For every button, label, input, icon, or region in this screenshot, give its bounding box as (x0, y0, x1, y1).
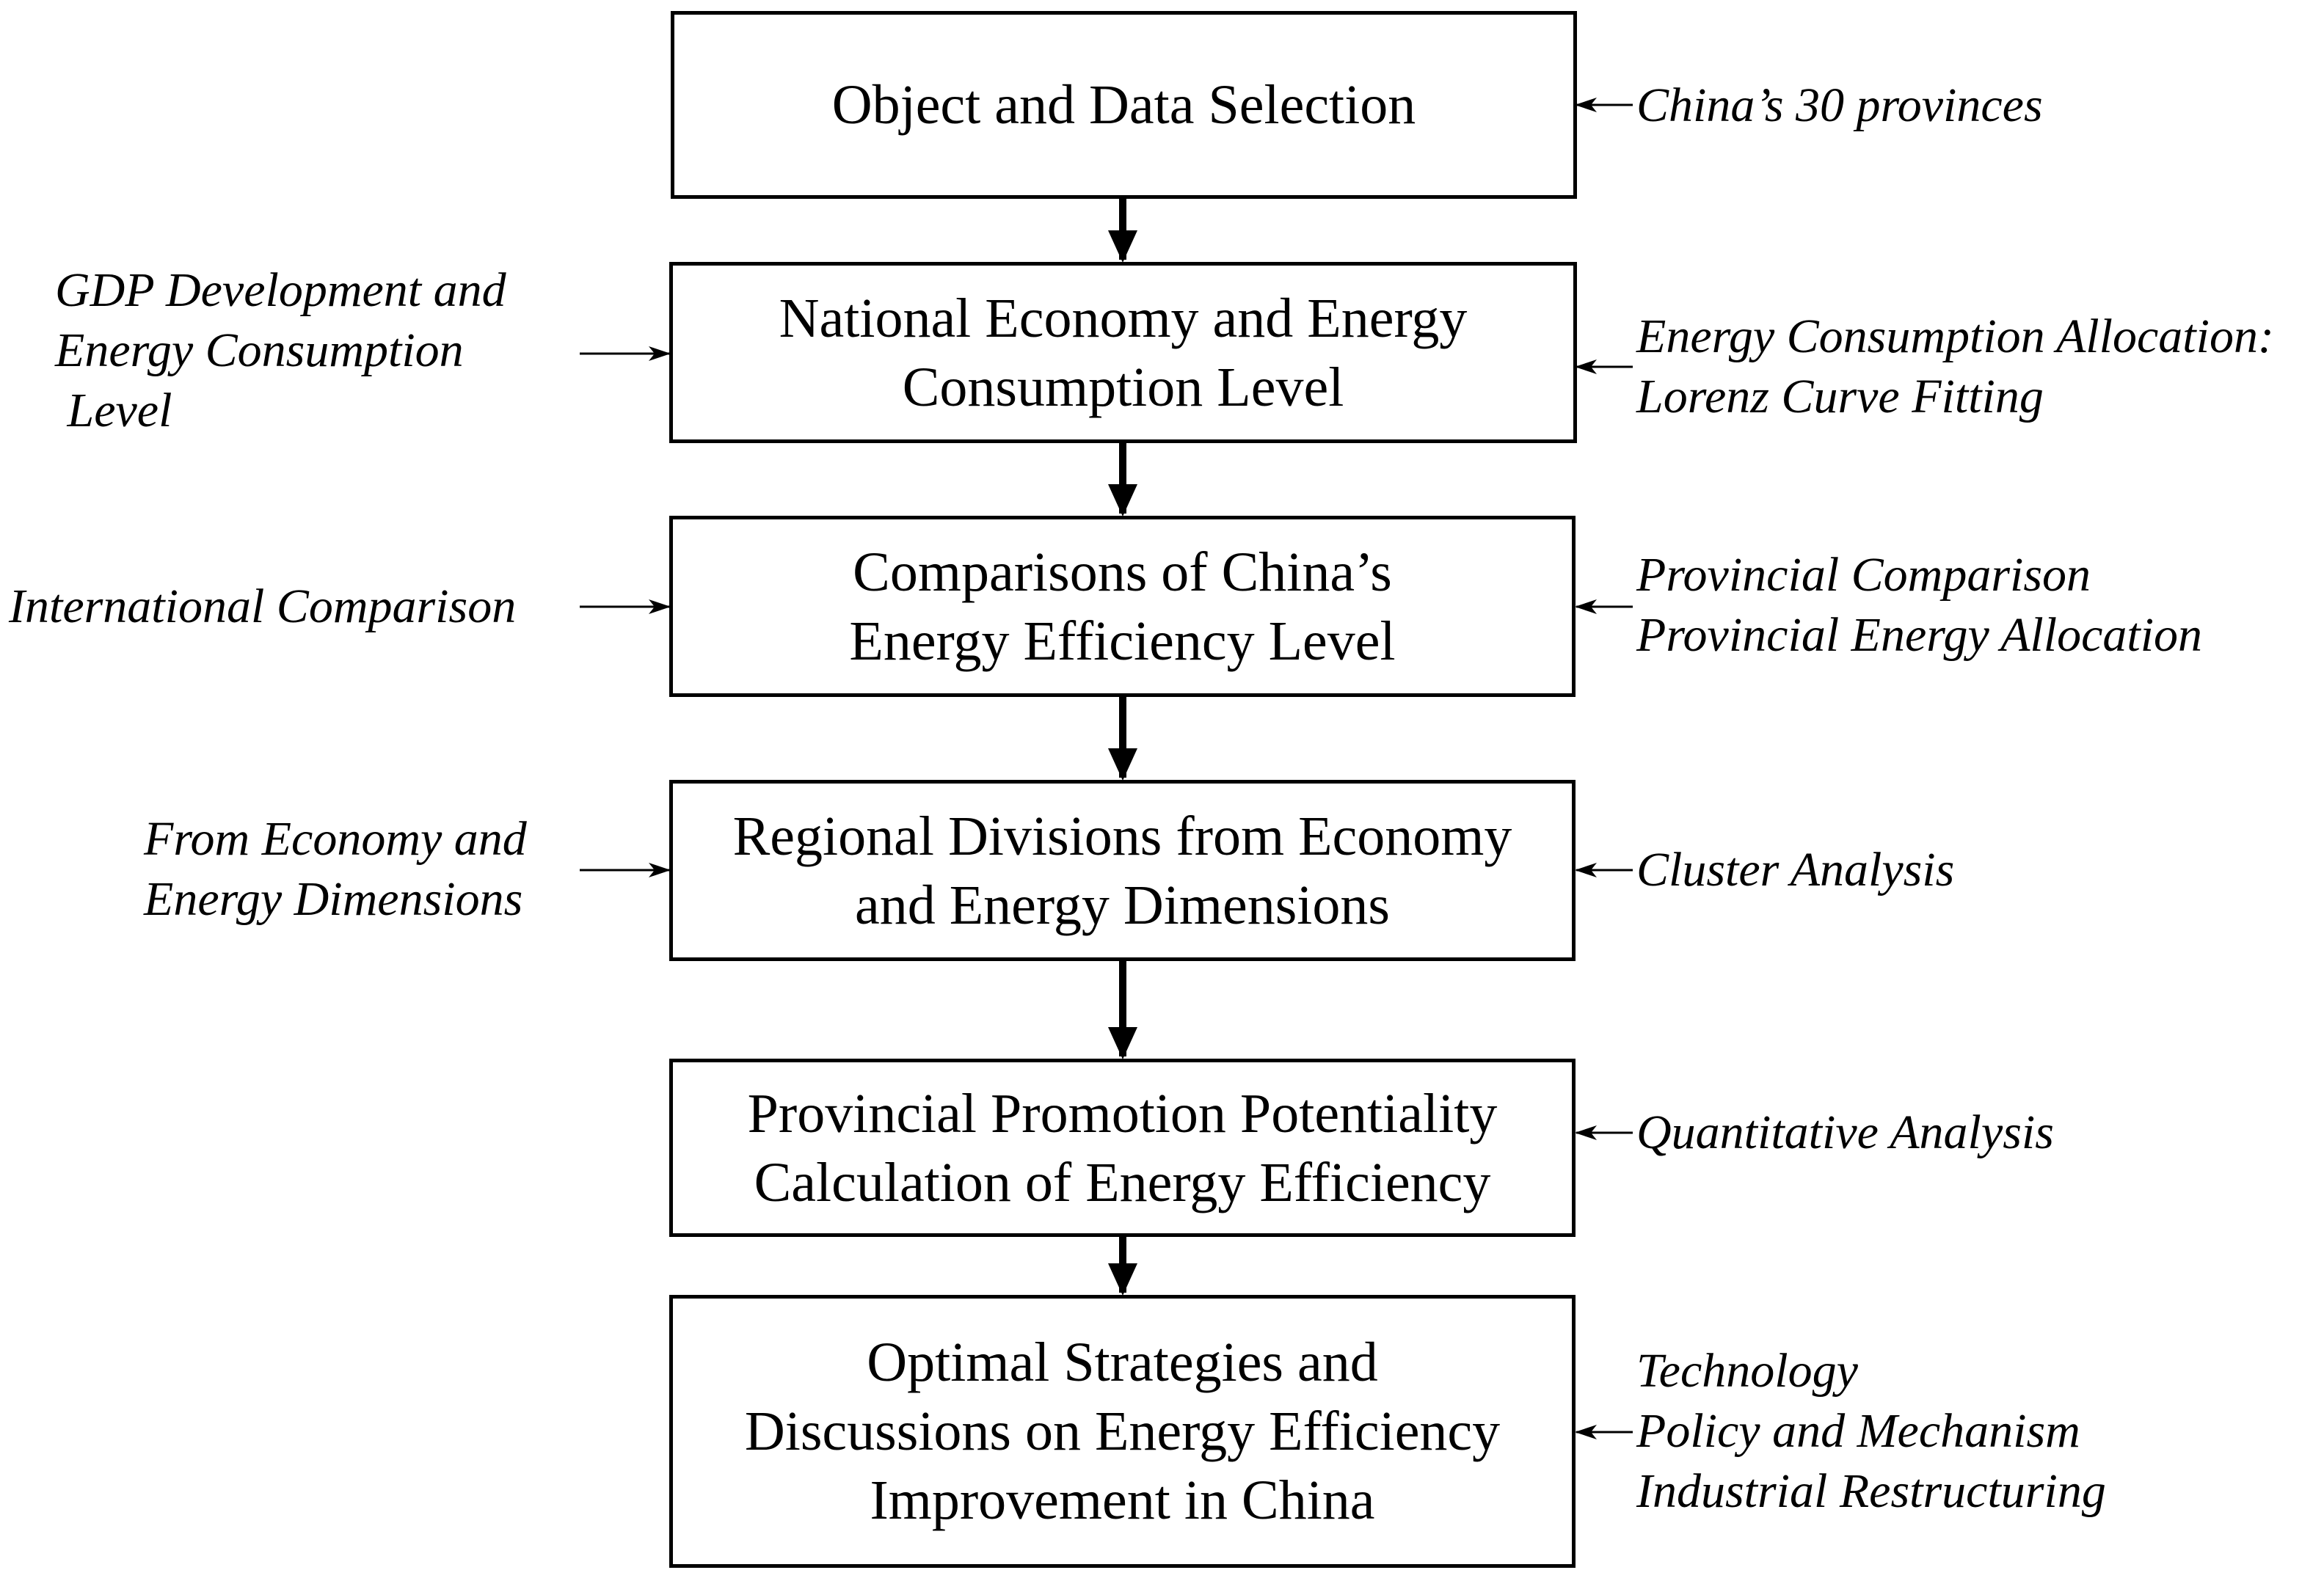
right-note-6-line-1: Technology (1636, 1344, 1858, 1398)
right-note-2-line-1: Energy Consumption Allocation: (1636, 310, 2274, 363)
step-2-line-2: Consumption Level (902, 356, 1344, 418)
right-note-provincial: Provincial Comparison Provincial Energy … (1636, 545, 2202, 665)
step-4-line-2: and Energy Dimensions (855, 874, 1390, 936)
right-note-1-line-1: China’s 30 provinces (1636, 78, 2043, 132)
step-box-regional-divisions: Regional Divisions from Economy and Ener… (669, 780, 1576, 961)
right-note-quantitative: Quantitative Analysis (1636, 1103, 2054, 1163)
right-note-provinces: China’s 30 provinces (1636, 76, 2043, 136)
right-note-3-line-2: Provincial Energy Allocation (1636, 608, 2203, 662)
step-1-line-1: Object and Data Selection (831, 74, 1416, 136)
left-note-dimensions: From Economy and Energy Dimensions (144, 809, 527, 930)
step-3-line-1: Comparisons of China’s (853, 541, 1392, 603)
step-2-line-1: National Economy and Energy (779, 287, 1468, 349)
right-note-5-line-1: Quantitative Analysis (1636, 1106, 2054, 1159)
step-5-line-1: Provincial Promotion Potentiality (747, 1082, 1498, 1144)
step-box-energy-efficiency-comparison: Comparisons of China’s Energy Efficiency… (669, 516, 1576, 697)
step-6-line-3: Improvement in China (870, 1469, 1375, 1531)
left-note-3-line-2: Energy Dimensions (144, 872, 523, 926)
right-note-6-line-2: Policy and Mechanism (1636, 1404, 2080, 1458)
right-note-2-line-2: Lorenz Curve Fitting (1636, 370, 2044, 423)
step-5-line-2: Calculation of Energy Efficiency (754, 1151, 1491, 1213)
right-note-6-line-3: Industrial Restructuring (1636, 1464, 2106, 1518)
right-note-cluster: Cluster Analysis (1636, 840, 1954, 900)
step-box-optimal-strategies: Optimal Strategies and Discussions on En… (669, 1295, 1576, 1568)
step-3-line-2: Energy Efficiency Level (849, 610, 1396, 672)
left-note-3-line-1: From Economy and (144, 812, 527, 866)
left-note-1-line-1: GDP Development and (55, 263, 506, 317)
right-note-3-line-1: Provincial Comparison (1636, 548, 2091, 602)
right-note-strategies: Technology Policy and Mechanism Industri… (1636, 1341, 2106, 1522)
step-box-national-economy: National Economy and Energy Consumption … (669, 262, 1577, 443)
step-6-line-2: Discussions on Energy Efficiency (744, 1401, 1501, 1462)
left-note-1-line-3: Level (55, 384, 172, 437)
left-note-1-line-2: Energy Consumption (55, 324, 464, 377)
right-note-lorenz: Energy Consumption Allocation: Lorenz Cu… (1636, 307, 2274, 427)
left-note-gdp: GDP Development and Energy Consumption L… (55, 260, 506, 441)
left-note-international: International Comparison (9, 577, 516, 637)
step-box-provincial-promotion: Provincial Promotion Potentiality Calcul… (669, 1059, 1576, 1237)
right-note-4-line-1: Cluster Analysis (1636, 843, 1955, 897)
step-6-line-1: Optimal Strategies and (867, 1332, 1378, 1393)
step-4-line-1: Regional Divisions from Economy (732, 805, 1512, 867)
left-note-2-line-1: International Comparison (9, 580, 517, 633)
step-box-object-data-selection: Object and Data Selection (671, 11, 1577, 199)
